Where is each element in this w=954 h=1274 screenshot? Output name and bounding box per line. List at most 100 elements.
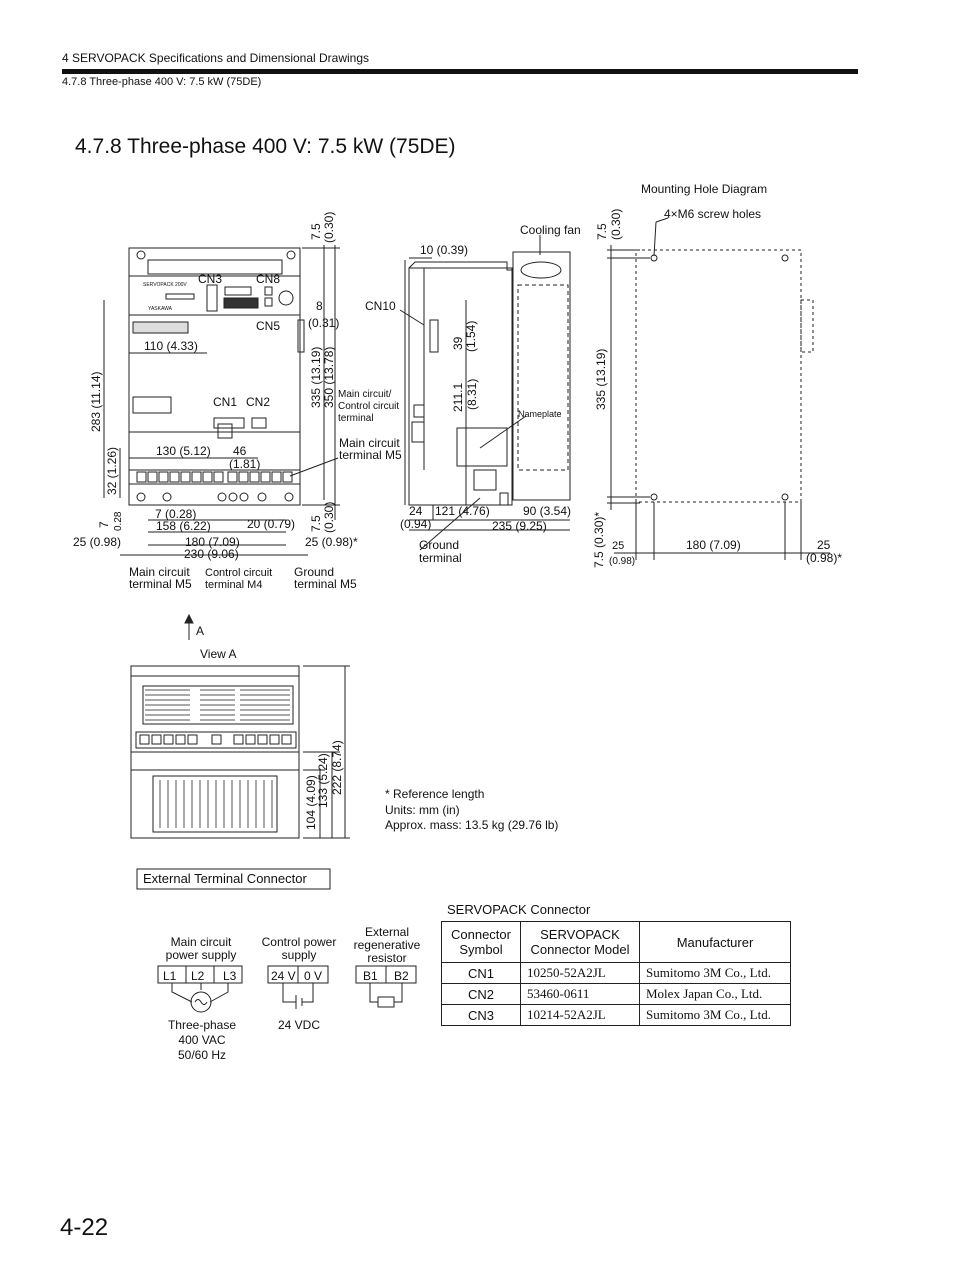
dim-2111: 211.1 bbox=[451, 383, 465, 412]
front-view-labels: CN3 CN8 CN5 CN1 CN2 SERVOPACK 200V YASKA… bbox=[73, 212, 402, 591]
external-terminal-connector: External Terminal Connector Main circuit… bbox=[136, 868, 421, 1062]
regen-label-3: resistor bbox=[367, 951, 406, 965]
main-control-line3: terminal bbox=[338, 413, 374, 424]
main-control-line1: Main circuit/ bbox=[338, 389, 392, 400]
terminal-l1: L1 bbox=[163, 969, 177, 983]
control-m4-line1: Control circuit bbox=[205, 567, 272, 579]
mounting-hole-diagram bbox=[607, 217, 830, 560]
mount-dim-098-left: (0.98) bbox=[609, 556, 635, 567]
dim-235: 235 (9.25) bbox=[492, 519, 547, 533]
terminal-b1: B1 bbox=[363, 969, 378, 983]
screw-holes-label: 4×M6 screw holes bbox=[664, 207, 761, 221]
terminal-24v: 24 V bbox=[271, 969, 296, 983]
dim-7-028: 7 (0.28) bbox=[155, 507, 196, 521]
header-connector-symbol: Connector Symbol bbox=[441, 921, 521, 963]
dim-46: 46 bbox=[233, 444, 247, 458]
main-circuit-m5-left-line1: Main circuit bbox=[129, 565, 190, 579]
mounting-title: Mounting Hole Diagram bbox=[641, 182, 767, 196]
cell-symbol: CN2 bbox=[441, 983, 521, 1005]
table-header-row: Connector Symbol SERVOPACK Connector Mod… bbox=[441, 921, 791, 963]
running-header-section: 4.7.8 Three-phase 400 V: 7.5 kW (75DE) bbox=[62, 76, 262, 88]
main-control-line2: Control circuit bbox=[338, 401, 399, 412]
control-power-label-2: supply bbox=[282, 948, 317, 962]
mount-dim-25-right: 25 bbox=[817, 538, 831, 552]
mount-dim-098-right: (0.98)* bbox=[806, 551, 842, 565]
regen-label-2: regenerative bbox=[354, 938, 421, 952]
dim-335-front: 335 (13.19) bbox=[309, 347, 323, 408]
cell-manufacturer: Sumitomo 3M Co., Ltd. bbox=[639, 1004, 791, 1026]
mount-dim-25-left: 25 bbox=[612, 540, 624, 552]
terminal-b2: B2 bbox=[394, 969, 409, 983]
dim-20: 20 (0.79) bbox=[247, 517, 295, 531]
connector-table: Connector Symbol SERVOPACK Connector Mod… bbox=[441, 921, 791, 1026]
main-power-label-2: power supply bbox=[166, 948, 237, 962]
dim-25-right: 25 (0.98)* bbox=[305, 535, 358, 549]
cn1-label: CN1 bbox=[213, 395, 237, 409]
cn10-label: CN10 bbox=[365, 299, 396, 313]
mount-dim-335: 335 (13.19) bbox=[594, 349, 608, 410]
view-a-arrow-label: A bbox=[196, 624, 204, 638]
control-power-caption: 24 VDC bbox=[278, 1018, 320, 1032]
dim-230: 230 (9.06) bbox=[184, 547, 239, 561]
dim-25-left: 25 (0.98) bbox=[73, 535, 121, 549]
dim-75-top: 7.5 bbox=[309, 223, 323, 240]
terminal-0v: 0 V bbox=[304, 969, 322, 983]
nameplate-label: Nameplate bbox=[518, 409, 562, 419]
brand-label: YASKAWA bbox=[148, 306, 173, 312]
dim-8: 8 bbox=[316, 299, 323, 313]
dim-39: 39 bbox=[451, 336, 465, 350]
dim-7: 7 bbox=[97, 521, 111, 528]
dim-104: 104 (4.09) bbox=[304, 775, 318, 830]
mount-dim-030-top: (0.30) bbox=[609, 209, 623, 240]
ground-m5-line1: Ground bbox=[294, 565, 334, 579]
header-manufacturer: Manufacturer bbox=[639, 921, 791, 963]
header-rule bbox=[62, 69, 858, 74]
control-power-label-1: Control power bbox=[262, 935, 337, 949]
dim-154: (1.54) bbox=[464, 321, 478, 352]
dim-181: (1.81) bbox=[229, 457, 260, 471]
cn5-label: CN5 bbox=[256, 319, 280, 333]
cell-model: 10214-52A2JL bbox=[520, 1004, 640, 1026]
dim-283: 283 (11.14) bbox=[89, 372, 103, 433]
dim-24: 24 bbox=[409, 504, 423, 518]
main-circuit-m5-left-line2: terminal M5 bbox=[129, 577, 192, 591]
header-connector-model: SERVOPACK Connector Model bbox=[520, 921, 640, 963]
terminal-l2: L2 bbox=[191, 969, 205, 983]
dim-10: 10 (0.39) bbox=[420, 243, 468, 257]
dim-180: 180 (7.09) bbox=[185, 535, 240, 549]
cell-model: 10250-52A2JL bbox=[520, 962, 640, 984]
note-units: Units: mm (in) bbox=[385, 803, 460, 817]
dim-030-top: (0.30) bbox=[322, 212, 336, 243]
main-power-label-1: Main circuit bbox=[171, 935, 232, 949]
main-power-caption-3: 50/60 Hz bbox=[178, 1048, 226, 1062]
mounting-labels: Mounting Hole Diagram 4×M6 screw holes 1… bbox=[592, 182, 842, 568]
dim-030-bottom: (0.30) bbox=[322, 502, 336, 533]
note-mass: Approx. mass: 13.5 kg (29.76 lb) bbox=[385, 818, 558, 832]
view-a-title: View A bbox=[200, 647, 236, 661]
ground-m5-line2: terminal M5 bbox=[294, 577, 357, 591]
cell-manufacturer: Sumitomo 3M Co., Ltd. bbox=[639, 962, 791, 984]
cn2-label: CN2 bbox=[246, 395, 270, 409]
view-a-arrow bbox=[184, 613, 194, 640]
main-circuit-m5-right-line1: Main circuit bbox=[339, 436, 400, 450]
main-power-caption-2: 400 VAC bbox=[178, 1033, 225, 1047]
cn3-label: CN3 bbox=[198, 272, 222, 286]
regen-label-1: External bbox=[365, 925, 409, 939]
dim-110: 110 (4.33) bbox=[144, 339, 198, 353]
cell-symbol: CN1 bbox=[441, 962, 521, 984]
page-number: 4-22 bbox=[60, 1214, 109, 1241]
dim-222: 222 (8.74) bbox=[330, 740, 344, 795]
cell-symbol: CN3 bbox=[441, 1004, 521, 1026]
cell-model: 53460-0611 bbox=[520, 983, 640, 1005]
dim-75-bottom: 7.5 bbox=[309, 515, 323, 532]
dim-831: (8.31) bbox=[465, 379, 479, 410]
mount-dim-75-top: 7.5 bbox=[595, 223, 609, 240]
dim-130: 130 (5.12) bbox=[156, 444, 211, 458]
side-view bbox=[399, 235, 571, 551]
servopack-model-label: SERVOPACK 200V bbox=[143, 282, 187, 288]
dim-133: 133 (5.24) bbox=[316, 753, 330, 808]
running-header-chapter: 4 SERVOPACK Specifications and Dimension… bbox=[62, 51, 370, 65]
mount-dim-75-bottom: 7.5 (0.30)* bbox=[592, 512, 606, 568]
side-view-labels: Cooling fan CN10 Nameplate Ground termin… bbox=[365, 223, 581, 565]
